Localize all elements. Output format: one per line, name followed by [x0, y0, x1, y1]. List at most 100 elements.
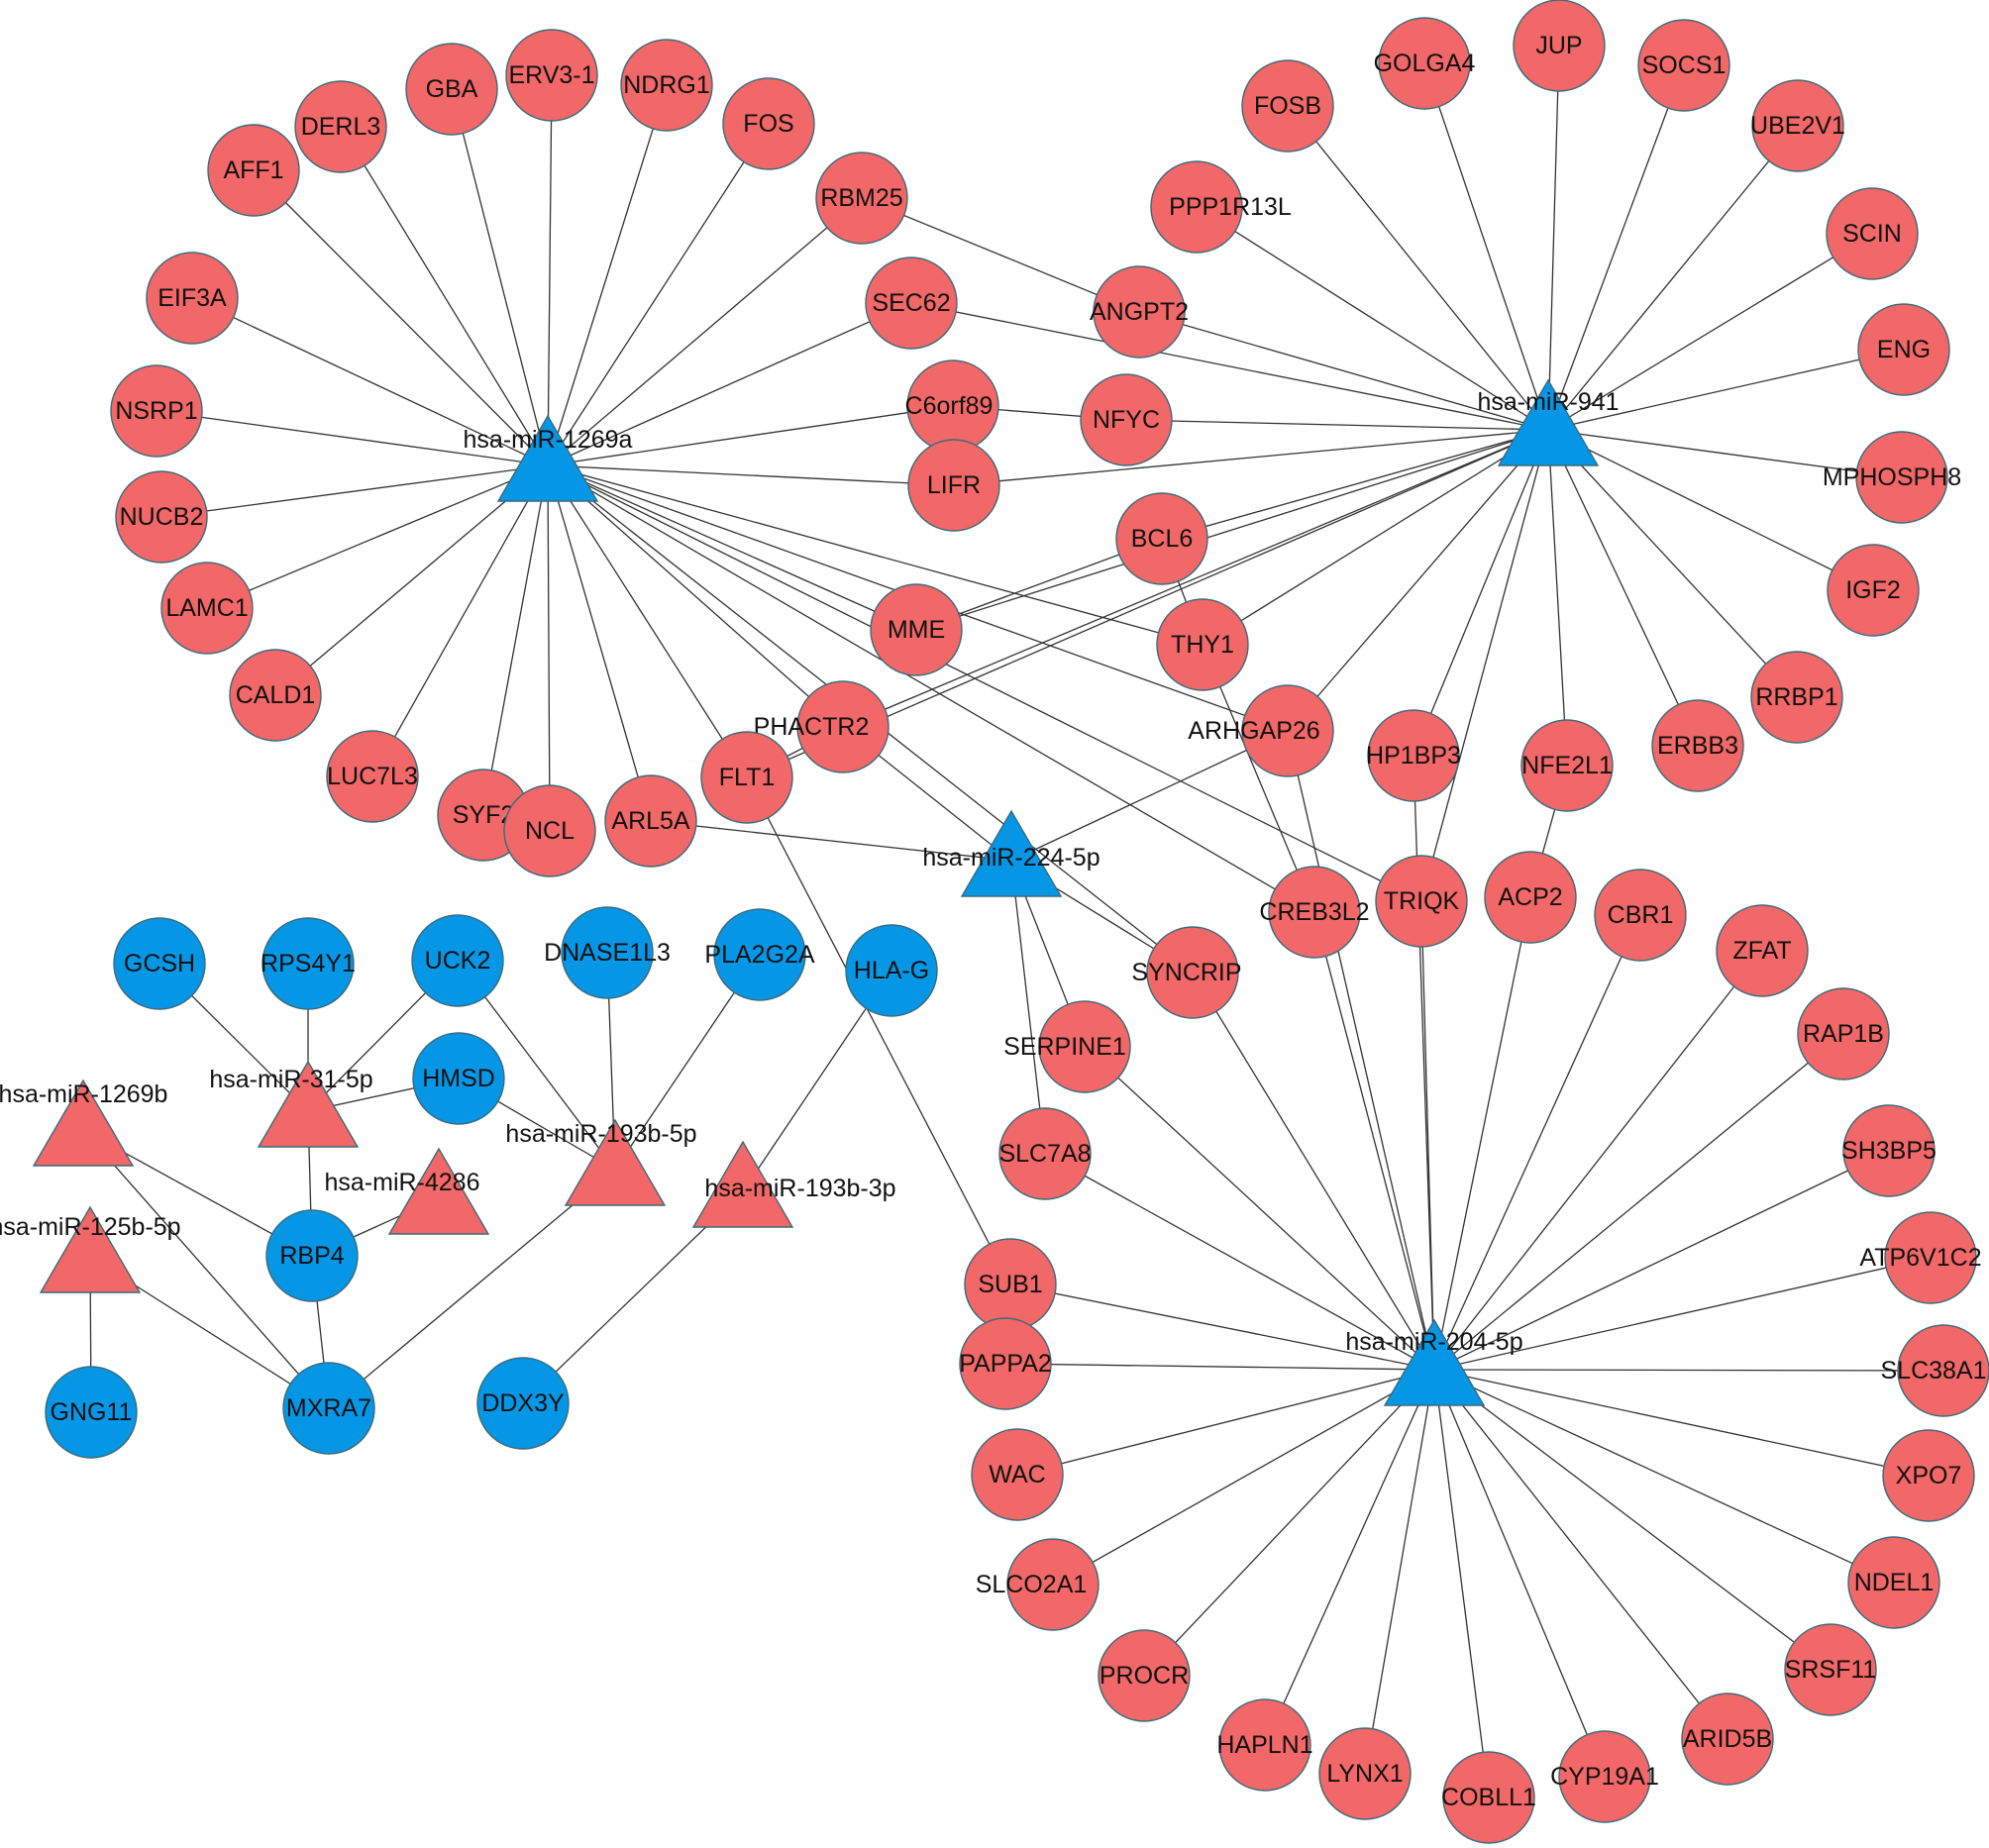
node-lifr[interactable]: LIFR	[907, 439, 1000, 532]
node-label-erv3-1: ERV3-1	[508, 61, 594, 89]
node-sub1[interactable]: SUB1	[964, 1238, 1057, 1331]
edge-hsa-mir-941-to-lifr	[953, 429, 1549, 486]
node-socs1[interactable]: SOCS1	[1637, 19, 1730, 112]
node-hsa-mir-204-5p[interactable]: hsa-miR-204-5p	[1345, 1318, 1523, 1406]
node-hsa-mir-1269b[interactable]: hsa-miR-1269b	[0, 1078, 167, 1167]
node-bcl6[interactable]: BCL6	[1115, 492, 1208, 585]
node-hmsd[interactable]: HMSD	[412, 1032, 505, 1125]
node-creb3l2[interactable]: CREB3L2	[1259, 866, 1370, 959]
node-phactr2[interactable]: PHACTR2	[754, 680, 890, 773]
node-angpt2[interactable]: ANGPT2	[1090, 265, 1189, 359]
node-wac[interactable]: WAC	[971, 1428, 1064, 1521]
edge-hsa-mir-941-to-phactr2	[842, 429, 1549, 728]
node-rrbp1[interactable]: RRBP1	[1750, 651, 1843, 744]
node-rbp4[interactable]: RBP4	[265, 1209, 359, 1302]
node-hsa-mir-125b-5p[interactable]: hsa-miR-125b-5p	[0, 1205, 181, 1293]
node-nsrp1[interactable]: NSRP1	[110, 364, 203, 458]
node-rbm25[interactable]: RBM25	[815, 152, 908, 245]
node-ddx3y[interactable]: DDX3Y	[476, 1357, 570, 1450]
node-slc38a1[interactable]: SLC38A1	[1880, 1324, 1989, 1417]
node-arid5b[interactable]: ARID5B	[1681, 1693, 1774, 1786]
node-ube2v1[interactable]: UBE2V1	[1750, 79, 1845, 172]
node-flt1[interactable]: FLT1	[700, 731, 793, 824]
node-gba[interactable]: GBA	[405, 43, 498, 136]
node-triqk[interactable]: TRIQK	[1375, 855, 1468, 948]
node-dnase1l3[interactable]: DNASE1L3	[544, 906, 671, 999]
node-rap1b[interactable]: RAP1B	[1797, 987, 1890, 1080]
node-pla2g2a[interactable]: PLA2G2A	[704, 908, 815, 1001]
node-gcsh[interactable]: GCSH	[113, 917, 206, 1010]
node-ndel1[interactable]: NDEL1	[1847, 1536, 1940, 1629]
node-hsa-mir-941[interactable]: hsa-miR-941	[1477, 378, 1620, 466]
node-igf2[interactable]: IGF2	[1827, 544, 1920, 637]
node-ndrg1[interactable]: NDRG1	[620, 39, 713, 132]
node-xpo7[interactable]: XPO7	[1882, 1429, 1975, 1522]
node-acp2[interactable]: ACP2	[1484, 851, 1577, 944]
node-uck2[interactable]: UCK2	[411, 914, 504, 1007]
node-cobll1[interactable]: COBLL1	[1441, 1751, 1536, 1844]
node-nucb2[interactable]: NUCB2	[115, 470, 208, 564]
node-mphosph8[interactable]: MPHOSPH8	[1823, 431, 1961, 524]
node-nfe2l1[interactable]: NFE2L1	[1520, 719, 1614, 812]
node-srsf11[interactable]: SRSF11	[1784, 1623, 1877, 1716]
node-ppp1r13l[interactable]: PPP1R13L	[1150, 160, 1292, 254]
node-erbb3[interactable]: ERBB3	[1651, 699, 1744, 792]
node-arhgap26[interactable]: ARHGAP26	[1188, 684, 1334, 777]
node-lynx1[interactable]: LYNX1	[1318, 1727, 1412, 1820]
edge-hsa-mir-204-5p-to-cobll1	[1433, 1369, 1490, 1798]
node-c6orf89[interactable]: C6orf89	[905, 359, 999, 453]
node-hapln1[interactable]: HAPLN1	[1216, 1698, 1313, 1792]
node-procr[interactable]: PROCR	[1098, 1629, 1191, 1722]
node-pappa2[interactable]: PAPPA2	[959, 1317, 1052, 1410]
node-slco2a1[interactable]: SLCO2A1	[976, 1538, 1099, 1631]
node-cald1[interactable]: CALD1	[229, 649, 322, 742]
node-sec62[interactable]: SEC62	[865, 257, 958, 350]
node-hsa-mir-31-5p[interactable]: hsa-miR-31-5p	[209, 1060, 373, 1148]
node-rps4y1[interactable]: RPS4Y1	[261, 917, 356, 1010]
node-scin[interactable]: SCIN	[1826, 187, 1919, 280]
node-luc7l3[interactable]: LUC7L3	[326, 730, 419, 823]
node-derl3[interactable]: DERL3	[294, 80, 387, 173]
node-eng[interactable]: ENG	[1857, 303, 1950, 396]
node-label-triqk: TRIQK	[1384, 887, 1460, 915]
node-nfyc[interactable]: NFYC	[1080, 373, 1173, 466]
node-erv3-1[interactable]: ERV3-1	[505, 29, 598, 122]
node-lamc1[interactable]: LAMC1	[160, 562, 254, 655]
node-jup[interactable]: JUP	[1513, 0, 1606, 92]
node-fos[interactable]: FOS	[722, 77, 815, 170]
node-fosb[interactable]: FOSB	[1241, 59, 1334, 153]
node-thy1[interactable]: THY1	[1156, 598, 1249, 691]
node-hla-g[interactable]: HLA-G	[845, 924, 938, 1017]
node-cyp19a1[interactable]: CYP19A1	[1550, 1730, 1659, 1823]
node-hsa-mir-193b-5p[interactable]: hsa-miR-193b-5p	[505, 1118, 697, 1206]
node-hsa-mir-224-5p[interactable]: hsa-miR-224-5p	[922, 809, 1100, 897]
node-sh3bp5[interactable]: SH3BP5	[1841, 1104, 1937, 1197]
node-gng11[interactable]: GNG11	[45, 1366, 138, 1459]
edge-flt1-to-sub1	[746, 776, 1011, 1285]
node-syncrip[interactable]: SYNCRIP	[1131, 926, 1242, 1019]
node-hsa-mir-4286[interactable]: hsa-miR-4286	[324, 1147, 490, 1235]
node-aff1[interactable]: AFF1	[207, 124, 300, 217]
node-serpine1[interactable]: SERPINE1	[1003, 1000, 1131, 1093]
node-hsa-mir-1269a[interactable]: hsa-miR-1269a	[464, 414, 633, 502]
node-mxra7[interactable]: MXRA7	[282, 1362, 375, 1455]
edge-hsa-mir-204-5p-to-sub1	[1009, 1283, 1435, 1371]
node-hp1bp3[interactable]: HP1BP3	[1366, 709, 1461, 802]
node-mme[interactable]: MME	[870, 583, 963, 676]
edge-hsa-mir-204-5p-to-slco2a1	[1052, 1369, 1435, 1586]
node-zfat[interactable]: ZFAT	[1716, 904, 1809, 997]
edge-hsa-mir-941-to-arhgap26	[1287, 429, 1549, 732]
edge-hsa-mir-1269a-to-mme	[547, 464, 917, 631]
node-cbr1[interactable]: CBR1	[1594, 869, 1687, 962]
node-atp6v1c2[interactable]: ATP6V1C2	[1859, 1211, 1982, 1304]
node-arl5a[interactable]: ARL5A	[604, 774, 697, 868]
node-hsa-mir-193b-3p[interactable]: hsa-miR-193b-3p	[691, 1140, 896, 1228]
gene-circle-triqk	[1375, 855, 1468, 948]
edge-hsa-mir-941-to-nfe2l1	[1547, 429, 1568, 767]
node-eif3a[interactable]: EIF3A	[146, 252, 239, 345]
node-golga4[interactable]: GOLGA4	[1374, 17, 1476, 110]
node-label-creb3l2: CREB3L2	[1259, 898, 1369, 926]
node-slc7a8[interactable]: SLC7A8	[998, 1107, 1092, 1200]
node-ncl[interactable]: NCL	[503, 784, 596, 877]
